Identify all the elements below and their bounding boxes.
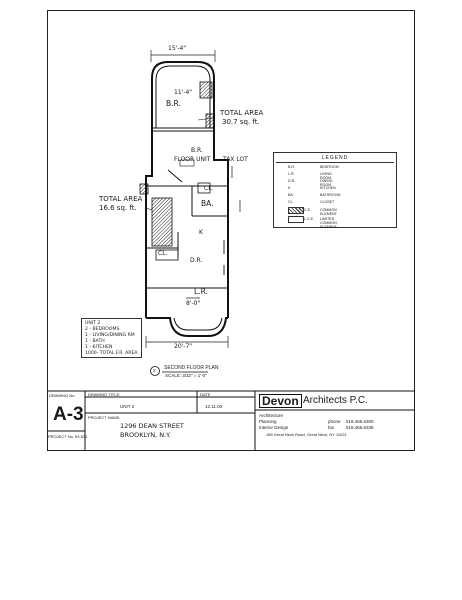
top-width-dimension: 15'-4" [168, 45, 187, 52]
limited-common-element-swatch [288, 216, 304, 223]
bedroom-middle-label: B.R. [191, 147, 203, 154]
service-architecture: Architecture [259, 413, 284, 418]
tax-lot-label: TAX LOT [223, 156, 248, 163]
total-area-right-label: TOTAL AREA [220, 109, 264, 117]
service-interior-design: Interior Design [259, 425, 289, 430]
unit-summary-line: UNIT 2 [85, 321, 101, 326]
project-no: PROJECT No. 93.531 [48, 434, 88, 439]
unit-summary-line: 1 - LIVING/DINING RM [85, 333, 135, 338]
firm-name: Architects P.C. [303, 395, 368, 406]
bath-label: BA. [201, 199, 214, 208]
date-label: DATE [200, 392, 211, 397]
fax-number: 516.466.6338 [346, 425, 374, 430]
fax-label: fax [328, 425, 335, 430]
unit-summary-line: 1000- TOTAL F.R. AREA [85, 351, 138, 356]
drawing-title: SECOND FLOOR PLAN [164, 365, 219, 371]
service-planning: Planning [259, 419, 277, 424]
bedroom-top-dimension: 11'-4" [174, 89, 193, 96]
drawing-no-label: DRAWING No. [49, 393, 76, 398]
drawing-number: 2 [153, 368, 156, 373]
phone-number: 516.466.6300 [346, 419, 374, 424]
drawing-scale: SCALE: 3/32" = 1'-0" [165, 373, 207, 378]
common-element-swatch [288, 207, 304, 214]
drawing-sheet [47, 10, 415, 451]
drawing-no: A-3 [53, 404, 84, 425]
unit-summary-line: 1 - KITCHEN [85, 345, 113, 350]
kitchen-label: K [199, 229, 203, 236]
firm-logo: Devon [259, 394, 302, 408]
unit-summary-line: 1 - BATH [85, 339, 105, 344]
total-area-left-value: 16.6 sq. ft. [99, 204, 137, 212]
project-name-line1: 1296 DEAN STREET [120, 422, 184, 430]
unit-summary-box: UNIT 2 2 - BEDROOMS 1 - LIVING/DINING RM… [81, 318, 142, 358]
firm-address: 185 Great Neck Road, Great Neck, NY 1102… [266, 432, 347, 437]
date-value: 12.11.00 [205, 404, 223, 409]
bedroom-top-label: B.R. [166, 99, 181, 108]
closet-lower-label: CL. [158, 250, 168, 257]
legend-box: LEGEND B.R.BEDROOM L.R.LIVING ROOM D.R.D… [273, 152, 397, 229]
legend-divider [276, 162, 394, 163]
unit-summary-line: 2 - BEDROOMS [85, 327, 120, 332]
floor-unit-label: FLOOR UNIT [174, 156, 211, 163]
total-area-left-label: TOTAL AREA [99, 195, 143, 203]
living-dimension: 8'-0" [186, 300, 201, 307]
drawing-title-label: DRAWING TITLE: [88, 392, 121, 397]
total-area-right-value: 30.7 sq. ft. [222, 118, 260, 126]
project-name-line2: BROOKLYN, N.Y. [120, 431, 171, 439]
legend-title: LEGEND [321, 155, 349, 161]
project-name-label: PROJECT NAME: [88, 415, 121, 420]
drawing-title-value: UNIT 2 [120, 404, 135, 409]
dining-label: D.R. [190, 257, 203, 264]
bottom-width-dimension: 20'-7" [174, 343, 193, 350]
closet-label: CL. [204, 185, 214, 192]
phone-label: phone [328, 419, 341, 424]
living-label: L.R. [194, 287, 208, 296]
